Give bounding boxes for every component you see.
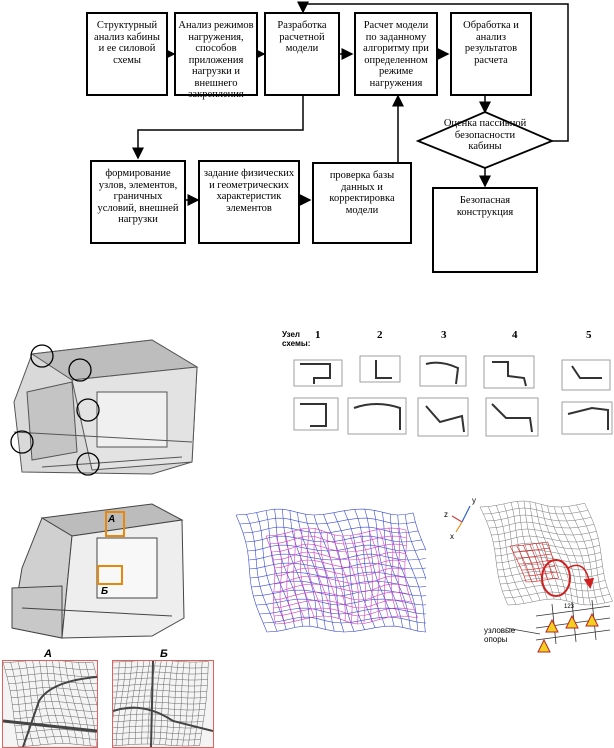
flow-box-text: проверка базы данных и корректировка мод…: [329, 170, 395, 216]
callout-box-a: [105, 511, 125, 537]
cab-node-illustration: [2, 332, 202, 480]
node-number-5: 5: [586, 329, 592, 341]
flow-box-results-processing: Обработка и анализ результатов расчета: [450, 12, 532, 96]
flow-box-structural-analysis: Структурный анализ кабины и ее силовой с…: [86, 12, 168, 96]
callout-b-label: Б: [101, 586, 109, 597]
node-number-2: 2: [377, 329, 383, 341]
supports-label: узловые опоры: [484, 626, 516, 644]
diamond-label: Оценка пассивной безопасности кабины: [440, 118, 530, 153]
node-circle-1: [30, 344, 54, 368]
decision-diamond: [415, 111, 555, 169]
callout-a-label: А: [108, 514, 116, 525]
node-number-4: 4: [512, 329, 518, 341]
mesh-a-drawing: [3, 661, 97, 747]
node-table-header: Узел схемы:: [282, 330, 311, 348]
node-circle-5: [76, 452, 100, 476]
flowchart-connectors: [132, 1, 569, 206]
flow-box-load-analysis: Анализ режимов нагружения, способов прил…: [174, 12, 258, 100]
callout-box-b: [97, 565, 123, 585]
node-number-3: 3: [441, 329, 447, 341]
node-table: Узел схемы: 1 2 3 4 5: [280, 326, 614, 442]
flow-box-characteristics: задание физических и геометрических хара…: [198, 160, 300, 244]
axis-x-label: x: [450, 532, 454, 541]
flow-box-text: Структурный анализ кабины и ее силовой с…: [94, 20, 160, 66]
diamond-text: Оценка пассивной безопасности кабины: [443, 118, 527, 152]
deformation-mesh-drawing: [235, 508, 426, 633]
flow-box-text: Обработка и анализ результатов расчета: [463, 20, 519, 66]
flow-box-model-calculation: Расчет модели по заданному алгоритму при…: [354, 12, 438, 96]
flow-box-text: формирование узлов, элементов, граничных…: [97, 168, 179, 225]
cab-drawing: [10, 339, 199, 476]
detail-a-title: А: [44, 648, 52, 660]
flow-box-model-development: Разработка расчетной модели: [264, 12, 340, 96]
detail-mesh-a: [2, 660, 98, 748]
support-mesh-drawing: [451, 500, 613, 653]
axis-z-label: z: [444, 510, 448, 519]
flow-box-nodes-elements: формирование узлов, элементов, граничных…: [90, 160, 186, 244]
node-number-1: 1: [315, 329, 321, 341]
flow-box-text: задание физических и геометрических хара…: [203, 168, 295, 214]
flow-box-text: Безопасная конструкция: [456, 195, 514, 218]
flow-box-safe-design: Безопасная конструкция: [432, 187, 538, 273]
axis-y-label: y: [472, 496, 476, 505]
cab-callout-illustration: А Б: [2, 498, 192, 642]
detail-mesh-b: [112, 660, 214, 748]
flow-box-text: Анализ режимов нагружения, способов прил…: [178, 20, 254, 100]
flow-box-text: Разработка расчетной модели: [277, 20, 327, 54]
node-circle-2: [68, 358, 92, 382]
node-profiles: [293, 355, 613, 437]
mesh-b-drawing: [113, 661, 213, 747]
cab-3d-drawing: [11, 503, 185, 639]
node-circle-4: [10, 430, 34, 454]
deformation-mesh: [226, 502, 426, 652]
support-mesh: y z x 123 узловые опоры: [440, 494, 614, 670]
support-code-label: 123: [564, 604, 575, 610]
detail-b-title: Б: [160, 648, 168, 660]
flow-box-database-check: проверка базы данных и корректировка мод…: [312, 162, 412, 244]
flow-box-text: Расчет модели по заданному алгоритму при…: [363, 20, 429, 89]
node-circle-3: [76, 398, 100, 422]
